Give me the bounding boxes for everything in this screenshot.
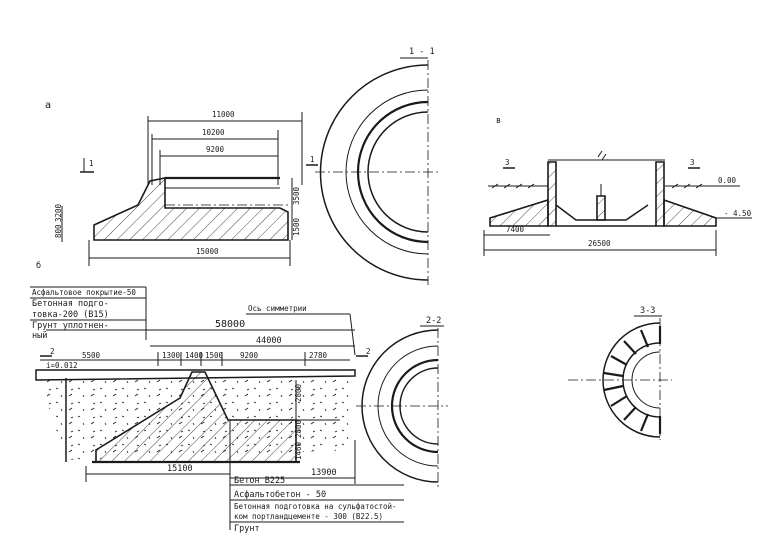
ring-wall-outer xyxy=(356,100,429,244)
dim-v-1460: 1460 xyxy=(294,441,303,460)
foundation-section-a xyxy=(93,177,289,241)
cut-mark-1-left: 1 xyxy=(89,159,94,168)
legend-right-line-4: ком портландцементе - 300 (В22.5) xyxy=(234,512,383,521)
dim-v-2800-a: 2800 xyxy=(294,383,303,402)
ring3-outer xyxy=(602,322,661,438)
base-slab-v xyxy=(489,198,549,227)
dim-7400: 7400 xyxy=(506,225,525,234)
cut-marker-1: 1 xyxy=(80,158,94,173)
legend-right-line-1: Бетон В225 xyxy=(234,476,285,486)
dim-26500: 26500 xyxy=(588,239,611,248)
ring2-outer xyxy=(361,329,439,483)
ring-outer xyxy=(319,64,429,281)
axis-of-symmetry-label: Ось симметрии xyxy=(248,304,307,313)
section-label-2-2: 2-2 xyxy=(426,316,441,326)
panel-label-a: а xyxy=(45,100,51,111)
legend-right-line-5: Грунт xyxy=(234,524,260,534)
legend-left-line-5: ный xyxy=(32,331,47,341)
cut-mark-3-left: 3 xyxy=(505,158,510,167)
dim-v-1500: 1500 xyxy=(292,217,301,236)
slope-label: i=0.012 xyxy=(46,361,78,370)
panel-a: а 11000 10200 9200 15000 800 3200 3500 xyxy=(45,100,303,266)
section-label-3-3: 3-3 xyxy=(640,306,655,316)
ring3-inner xyxy=(622,342,661,418)
tank-bottom-slope xyxy=(555,204,649,221)
dim-9200: 9200 xyxy=(206,145,225,154)
section-1-1: 1 - 1 1 xyxy=(306,47,440,285)
dim-5500: 5500 xyxy=(82,351,101,360)
dim-v-800: 800 xyxy=(54,224,63,238)
legend-right-line-2: Асфальтобетон - 50 xyxy=(234,489,326,500)
dim-v-3500: 3500 xyxy=(292,186,301,205)
dim-v-3200: 3200 xyxy=(54,203,63,222)
dim-2780: 2780 xyxy=(309,351,328,360)
dim-1500: 1500 xyxy=(205,351,224,360)
legend-right: Бетон В225 Асфальтобетон - 50 Бетонная п… xyxy=(229,420,404,534)
section-2-2: 2-2 xyxy=(356,316,448,488)
level-0-00: 0.00 xyxy=(718,176,737,185)
cut-mark-2-right: 2 xyxy=(366,347,371,356)
ring2-wall-inner xyxy=(399,367,439,445)
ring2-wall-outer xyxy=(390,358,439,454)
ring-mid xyxy=(345,89,429,255)
panel-label-v: в xyxy=(496,116,501,126)
legend-left-line-1: Асфальтовое покрытие-50 xyxy=(32,288,136,297)
dim-58000: 58000 xyxy=(215,319,245,330)
cut-mark-1-right: 1 xyxy=(310,155,315,164)
dim-44000: 44000 xyxy=(256,336,282,346)
panel-a-dimensions: 11000 10200 9200 15000 800 3200 3500 150… xyxy=(54,110,303,266)
legend-left: Асфальтовое покрытие-50 Бетонная подго- … xyxy=(30,286,147,341)
ring3-ribs xyxy=(603,326,662,434)
tank-wall-left xyxy=(547,161,557,227)
dim-15000: 15000 xyxy=(196,247,219,256)
panel-b-dimensions-top: 58000 44000 5500 1300 1400 1500 9200 278… xyxy=(40,319,355,366)
cut-mark-3-right: 3 xyxy=(690,158,695,167)
legend-left-line-2: Бетонная подго- xyxy=(32,299,109,309)
section-3-3: 3-3 xyxy=(568,306,672,440)
section-label-1-1: 1 - 1 xyxy=(409,47,435,57)
dim-9200: 9200 xyxy=(240,351,259,360)
dim-13900: 13900 xyxy=(311,468,337,478)
legend-right-line-3: Бетонная подготовка на сульфатостой- xyxy=(234,502,397,511)
dim-11000: 11000 xyxy=(212,110,235,119)
level-minus-4-50: - 4.50 xyxy=(724,209,752,218)
legend-left-line-4: Грунт уплотнен- xyxy=(32,321,109,331)
center-pier xyxy=(596,195,606,221)
dim-10200: 10200 xyxy=(202,128,225,137)
panel-b: б Асфальтовое покрытие-50 Бетонная подго… xyxy=(30,260,404,534)
legend-left-line-3: товка-200 (В15) xyxy=(32,310,109,320)
panel-v: в 3 3 0.00 - 4.50 7400 26500 xyxy=(483,116,752,256)
ring-wall-inner xyxy=(367,111,429,233)
cut-mark-2-left: 2 xyxy=(50,347,55,356)
panel-label-b: б xyxy=(36,260,41,271)
dim-1400: 1400 xyxy=(185,351,204,360)
tank-wall-right xyxy=(655,161,665,227)
dim-1300: 1300 xyxy=(162,351,181,360)
dim-v-2800-b: 2800 xyxy=(294,419,303,438)
dim-15100: 15100 xyxy=(167,464,193,474)
